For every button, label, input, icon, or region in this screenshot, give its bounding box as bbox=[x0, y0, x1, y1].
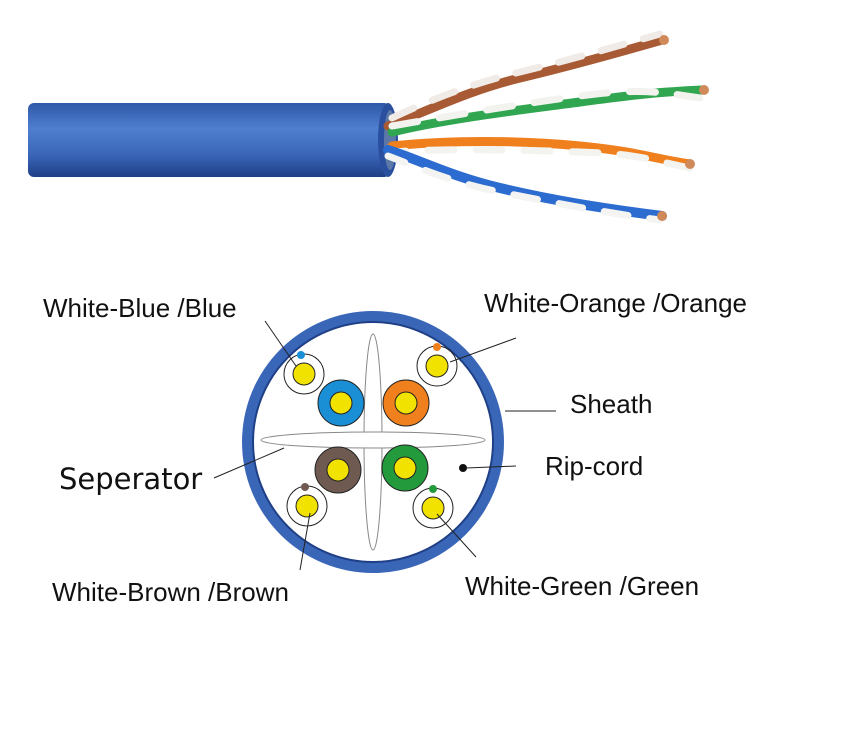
orange-pair bbox=[387, 137, 695, 172]
brown-pair bbox=[383, 30, 669, 131]
blue-conductor bbox=[317, 379, 365, 427]
cable-illustration bbox=[28, 30, 709, 224]
white-blue-conductor bbox=[283, 351, 325, 395]
label-rip-cord: Rip-cord bbox=[545, 451, 643, 481]
cross-section bbox=[242, 311, 504, 573]
label-separator: Seperator bbox=[59, 462, 202, 496]
label-white-green: White-Green /Green bbox=[465, 571, 699, 601]
label-white-blue: White-Blue /Blue bbox=[43, 293, 237, 323]
cable-jacket bbox=[28, 103, 390, 177]
rip-cord-dot bbox=[459, 464, 467, 472]
orange-conductor bbox=[382, 379, 430, 427]
leader-lines bbox=[213, 320, 556, 571]
label-white-brown: White-Brown /Brown bbox=[52, 577, 289, 607]
green-pair bbox=[387, 85, 709, 137]
label-white-orange: White-Orange /Orange bbox=[484, 288, 747, 318]
green-conductor bbox=[381, 444, 429, 492]
label-sheath: Sheath bbox=[570, 389, 652, 419]
separator-horizontal bbox=[260, 431, 486, 449]
white-orange-conductor bbox=[416, 343, 458, 387]
blue-pair bbox=[383, 145, 667, 224]
white-green-conductor bbox=[412, 485, 454, 529]
white-brown-conductor bbox=[286, 483, 328, 527]
brown-conductor bbox=[314, 446, 362, 494]
